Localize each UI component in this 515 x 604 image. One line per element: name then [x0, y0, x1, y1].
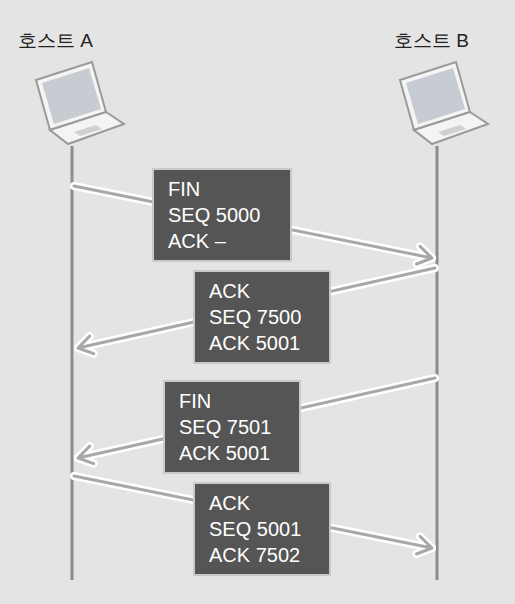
laptop-icon: [36, 62, 124, 144]
segment-field: SEQ 5000: [168, 202, 276, 228]
segment-field: ACK –: [168, 228, 276, 254]
message-box: ACKSEQ 5001ACK 7502: [193, 482, 331, 576]
segment-field: SEQ 5001: [209, 516, 315, 542]
lifeline: [436, 146, 439, 580]
lifeline: [71, 146, 74, 580]
host-label: 호스트 A: [18, 28, 93, 54]
segment-field: ACK: [209, 490, 315, 516]
laptop-icon: [400, 62, 488, 144]
message-box: ACKSEQ 7500ACK 5001: [193, 270, 331, 364]
host-label: 호스트 B: [394, 28, 469, 54]
message-box: FINSEQ 7501ACK 5001: [163, 380, 301, 474]
message-box: FINSEQ 5000ACK –: [152, 168, 292, 262]
segment-field: SEQ 7501: [179, 414, 285, 440]
segment-field: FIN: [168, 176, 276, 202]
segment-field: ACK: [209, 278, 315, 304]
segment-field: ACK 7502: [209, 542, 315, 568]
segment-field: ACK 5001: [209, 330, 315, 356]
segment-field: SEQ 7500: [209, 304, 315, 330]
segment-field: FIN: [179, 388, 285, 414]
segment-field: ACK 5001: [179, 440, 285, 466]
